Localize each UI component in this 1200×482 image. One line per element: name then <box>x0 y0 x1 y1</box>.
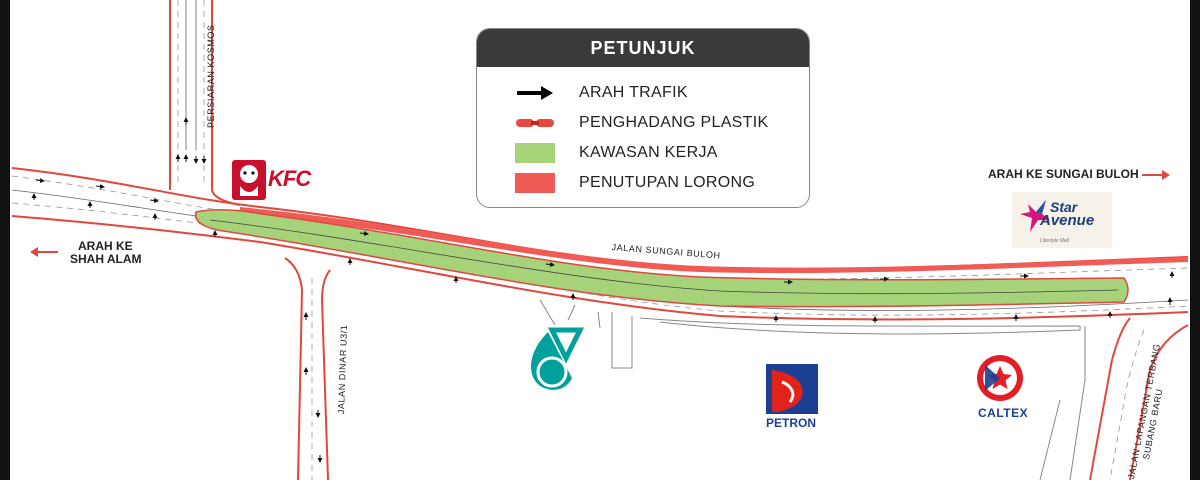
petronas-logo-icon <box>531 327 585 390</box>
legend-item-lane-closure: PENUTUPAN LORONG <box>477 172 809 194</box>
lapangan-road <box>1089 317 1189 480</box>
station-driveways <box>539 299 1086 480</box>
kfc-colonel-icon <box>232 160 266 200</box>
arrow-icon <box>517 86 553 100</box>
direction-shah-alam-line1: ARAH KE <box>78 239 133 253</box>
dinar-road <box>284 257 331 480</box>
petron-logo-text: PETRON <box>766 416 817 430</box>
legend-item-barrier: PENGHADANG PLASTIK <box>477 112 809 134</box>
direction-shah-alam-line2: SHAH ALAM <box>70 252 142 266</box>
kosmos-road <box>169 0 241 206</box>
legend-label: PENGHADANG PLASTIK <box>579 114 769 131</box>
star-avenue-logo-text: Star Avenue <box>1040 199 1094 228</box>
legend-title: PETUNJUK <box>477 29 809 67</box>
star-avenue-line2: Avenue <box>1040 212 1095 229</box>
road-label-persiaran-kosmos: PERSIARAN KOSMOS <box>206 24 216 128</box>
caltex-logo-icon <box>977 355 1023 401</box>
traffic-arrows <box>31 117 1175 463</box>
legend-item-work-zone: KAWASAN KERJA <box>477 142 809 164</box>
legend-label: KAWASAN KERJA <box>579 144 718 161</box>
barrier-icon <box>516 119 554 127</box>
legend-label: PENUTUPAN LORONG <box>579 174 756 191</box>
petron-logo-icon <box>766 364 818 414</box>
kfc-logo-text: KFC <box>268 166 311 191</box>
caltex-logo-text: CALTEX <box>978 406 1029 420</box>
legend-item-traffic-direction: ARAH TRAFIK <box>477 82 809 104</box>
work-zone <box>194 209 1129 308</box>
star-avenue-line1: Star <box>1050 199 1078 215</box>
direction-sungai-buloh: ARAH KE SUNGAI BULOH <box>988 167 1139 181</box>
direction-arrows <box>30 170 1170 257</box>
lane-closure-swatch <box>515 173 555 193</box>
legend-label: ARAH TRAFIK <box>579 84 688 101</box>
direction-shah-alam: ARAH KE SHAH ALAM <box>70 240 142 266</box>
star-avenue-subtitle: Lifestyle Mall <box>1040 238 1069 244</box>
legend-panel: PETUNJUK ARAH TRAFIK PENGHADANG PLASTIK … <box>476 28 810 208</box>
work-zone-swatch <box>515 143 555 163</box>
star-avenue-logo-icon <box>1012 192 1112 248</box>
